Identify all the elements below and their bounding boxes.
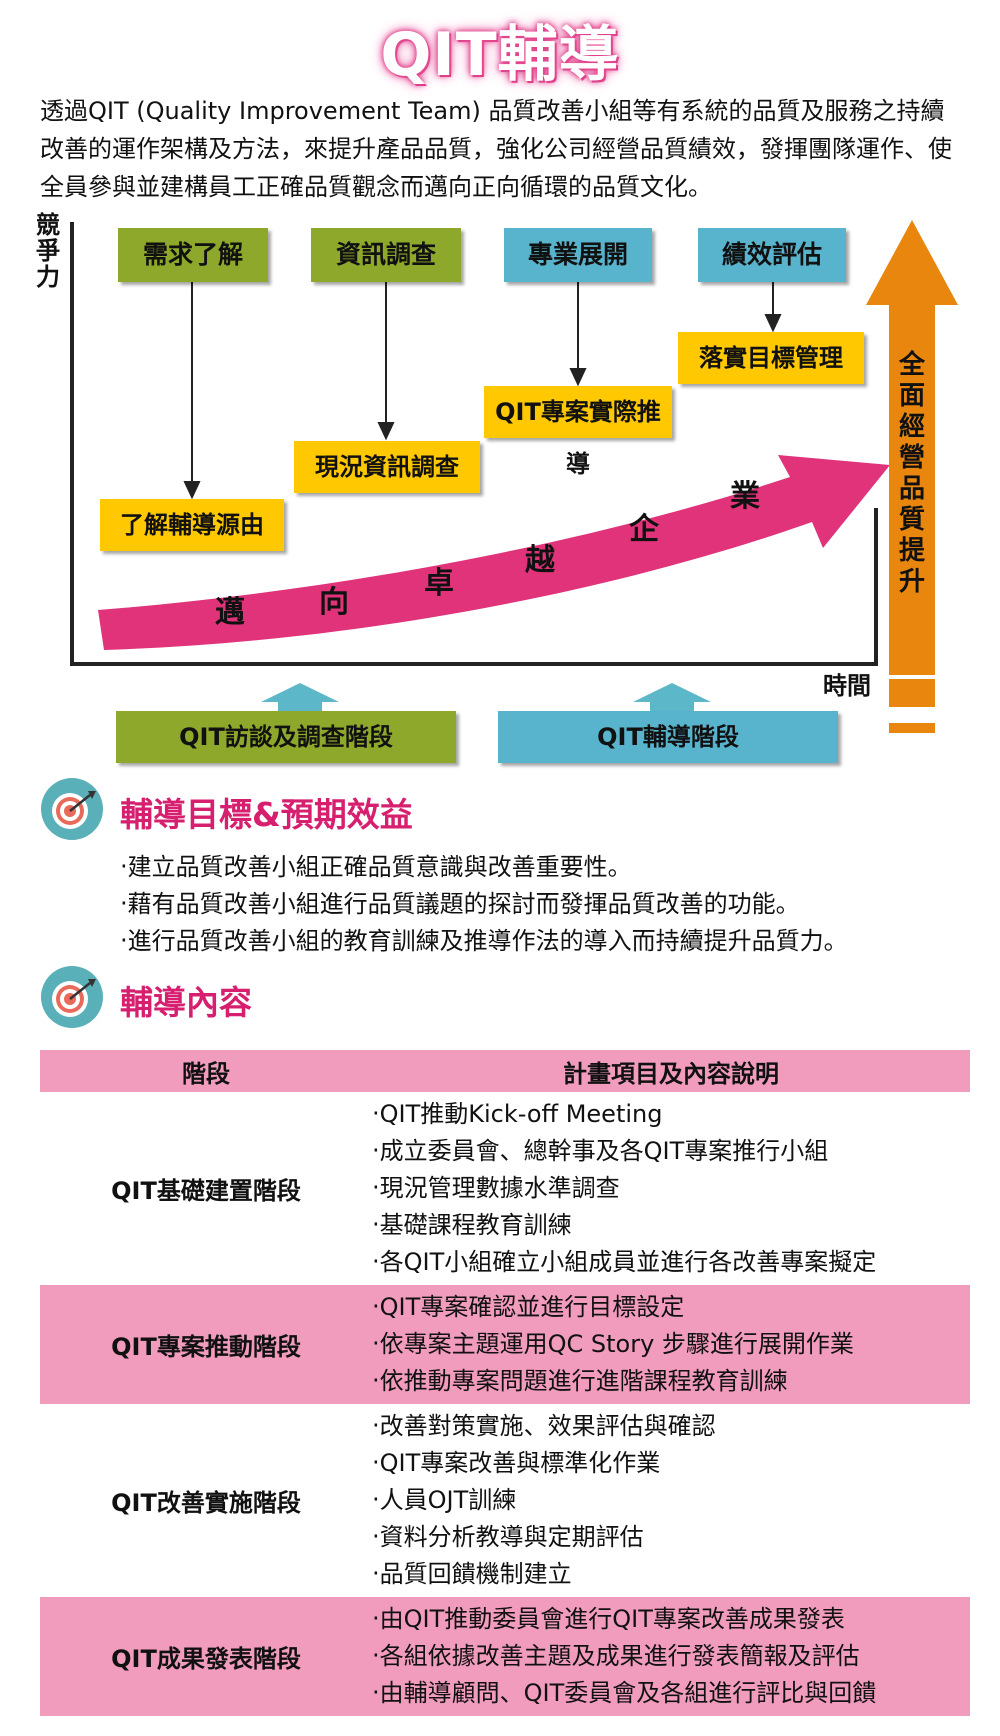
diagram-graphics xyxy=(70,220,958,733)
item-text: ‧QIT專案改善與標準化作業 xyxy=(372,1449,661,1477)
goal-bullet: ‧進行品質改善小組的教育訓練及推導作法的導入而持續提升品質力。 xyxy=(120,927,848,955)
task-current-survey: 現況資訊調查 xyxy=(294,441,480,493)
item-text: ‧資料分析教導與定期評估 xyxy=(372,1523,644,1551)
curve-char: 向 xyxy=(319,585,349,620)
task-understand-origin: 了解輔導源由 xyxy=(100,499,284,551)
item-text: ‧基礎課程教育訓練 xyxy=(372,1211,572,1239)
phase-coaching: QIT輔導階段 xyxy=(498,711,838,763)
item-text: ‧各組依據改善主題及成果進行發表簡報及評估 xyxy=(372,1642,860,1670)
item-text: ‧品質回饋機制建立 xyxy=(372,1560,572,1588)
qit-process-diagram: 競 爭 力 時間 需求了解 資訊調查 專業展開 績效評估 了解輔導源由 現況資訊… xyxy=(0,0,1000,800)
quality-rise-char: 質 xyxy=(898,505,925,535)
quality-rise-char: 品 xyxy=(898,474,925,504)
quality-rise-block-2 xyxy=(889,723,935,733)
y-axis-char: 爭 xyxy=(36,237,60,265)
item-text: ‧現況管理數據水準調查 xyxy=(372,1174,620,1202)
item-text: ‧依專案主題運用QC Story 步驟進行展開作業 xyxy=(372,1330,854,1358)
goal-bullet: ‧藉有品質改善小組進行品質議題的探討而發揮品質改善的功能。 xyxy=(120,890,800,918)
connector-arrowhead-4 xyxy=(764,314,782,333)
table-row: QIT專案推動階段 ‧QIT專案確認並進行目標設定 ‧依專案主題運用QC Sto… xyxy=(40,1285,970,1404)
quality-rise-char: 經 xyxy=(898,412,925,442)
stage-cell: QIT改善實施階段 xyxy=(111,1489,301,1517)
stage-needs: 需求了解 xyxy=(118,228,268,282)
quality-rise-char: 面 xyxy=(898,381,925,411)
phase-arrow-2 xyxy=(633,683,711,718)
page-title: QIT輔導 xyxy=(380,20,620,90)
item-text: ‧由輔導顧問、QIT委員會及各組進行評比與回饋 xyxy=(372,1679,877,1707)
y-axis-char: 競 xyxy=(36,211,60,239)
connector-arrowhead-2 xyxy=(377,422,395,441)
y-axis-char: 力 xyxy=(36,263,60,291)
stage-cell: QIT專案推動階段 xyxy=(40,1285,372,1404)
target-icon xyxy=(41,778,103,840)
item-text: ‧由QIT推動委員會進行QIT專案改善成果發表 xyxy=(372,1605,845,1633)
section-title-goals: 輔導目標&預期效益 xyxy=(120,795,413,834)
stage-cell: QIT基礎建置階段 xyxy=(111,1177,301,1205)
connector-arrowhead-1 xyxy=(183,481,201,500)
goal-bullet: ‧建立品質改善小組正確品質意識與改善重要性。 xyxy=(120,853,632,881)
item-text: ‧改善對策實施、效果評估與確認 xyxy=(372,1412,716,1440)
header-stage: 階段 xyxy=(40,1050,372,1092)
curve-char: 卓 xyxy=(424,566,454,601)
stage-evaluation: 績效評估 xyxy=(698,228,846,282)
quality-rise-char: 提 xyxy=(898,536,925,566)
stage-info-survey: 資訊調查 xyxy=(311,228,461,282)
items-cell: ‧QIT推動Kick-off Meeting ‧成立委員會、總幹事及各QIT專案… xyxy=(372,1092,970,1285)
item-text: ‧人員OJT訓練 xyxy=(372,1486,517,1514)
item-text: ‧QIT推動Kick-off Meeting xyxy=(372,1100,663,1128)
items-cell: ‧改善對策實施、效果評估與確認 ‧QIT專案改善與標準化作業 ‧人員OJT訓練 … xyxy=(372,1404,970,1597)
phase-arrow-1 xyxy=(261,683,339,718)
y-axis-label: 競 爭 力 xyxy=(34,212,62,290)
quality-rise-arrow xyxy=(866,220,958,675)
item-text: ‧各QIT小組確立小組成員並進行各改善專案擬定 xyxy=(372,1248,877,1276)
connector-arrowhead-3 xyxy=(569,368,587,387)
target-icon xyxy=(41,966,103,1028)
intro-paragraph: 透過QIT (Quality Improvement Team) 品質改善小組等… xyxy=(40,97,952,201)
growth-curve-arrow xyxy=(98,455,890,650)
task-target-management: 落實目標管理 xyxy=(678,332,864,384)
stage-cell: QIT成果發表階段 xyxy=(40,1597,372,1716)
curve-char: 業 xyxy=(730,479,760,514)
quality-rise-char: 營 xyxy=(898,443,925,473)
task-project-implementation: QIT專案實際推導 xyxy=(484,386,672,478)
quality-rise-char: 全 xyxy=(898,350,925,380)
curve-char: 邁 xyxy=(215,595,245,630)
items-cell: ‧由QIT推動委員會進行QIT專案改善成果發表 ‧各組依據改善主題及成果進行發表… xyxy=(372,1597,970,1716)
table-row: QIT改善實施階段 ‧改善對策實施、效果評估與確認 ‧QIT專案改善與標準化作業… xyxy=(40,1404,970,1597)
table-header-row: 階段 計畫項目及內容說明 xyxy=(40,1050,970,1092)
item-text: ‧QIT專案確認並進行目標設定 xyxy=(372,1293,685,1321)
phase-interview-survey: QIT訪談及調查階段 xyxy=(116,711,456,763)
table-row: QIT基礎建置階段 ‧QIT推動Kick-off Meeting ‧成立委員會、… xyxy=(40,1092,970,1285)
items-cell: ‧QIT專案確認並進行目標設定 ‧依專案主題運用QC Story 步驟進行展開作… xyxy=(372,1285,970,1404)
quality-rise-label: 全 面 經 營 品 質 提 升 xyxy=(897,350,927,598)
curve-char: 企 xyxy=(629,512,659,547)
item-text: ‧依推動專案問題進行進階課程教育訓練 xyxy=(372,1367,788,1395)
stage-expansion: 專業展開 xyxy=(504,228,652,282)
header-items: 計畫項目及內容說明 xyxy=(372,1050,970,1092)
table-row: QIT成果發表階段 ‧由QIT推動委員會進行QIT專案改善成果發表 ‧各組依據改… xyxy=(40,1597,970,1716)
quality-rise-block-1 xyxy=(889,679,935,707)
quality-rise-char: 升 xyxy=(898,567,925,597)
item-text: ‧成立委員會、總幹事及各QIT專案推行小組 xyxy=(372,1137,829,1165)
coaching-content-table: 階段 計畫項目及內容說明 QIT基礎建置階段 ‧QIT推動Kick-off Me… xyxy=(40,1050,970,1716)
x-axis-label: 時間 xyxy=(823,672,871,700)
curve-char: 越 xyxy=(525,543,555,578)
section-title-content: 輔導內容 xyxy=(120,983,252,1022)
